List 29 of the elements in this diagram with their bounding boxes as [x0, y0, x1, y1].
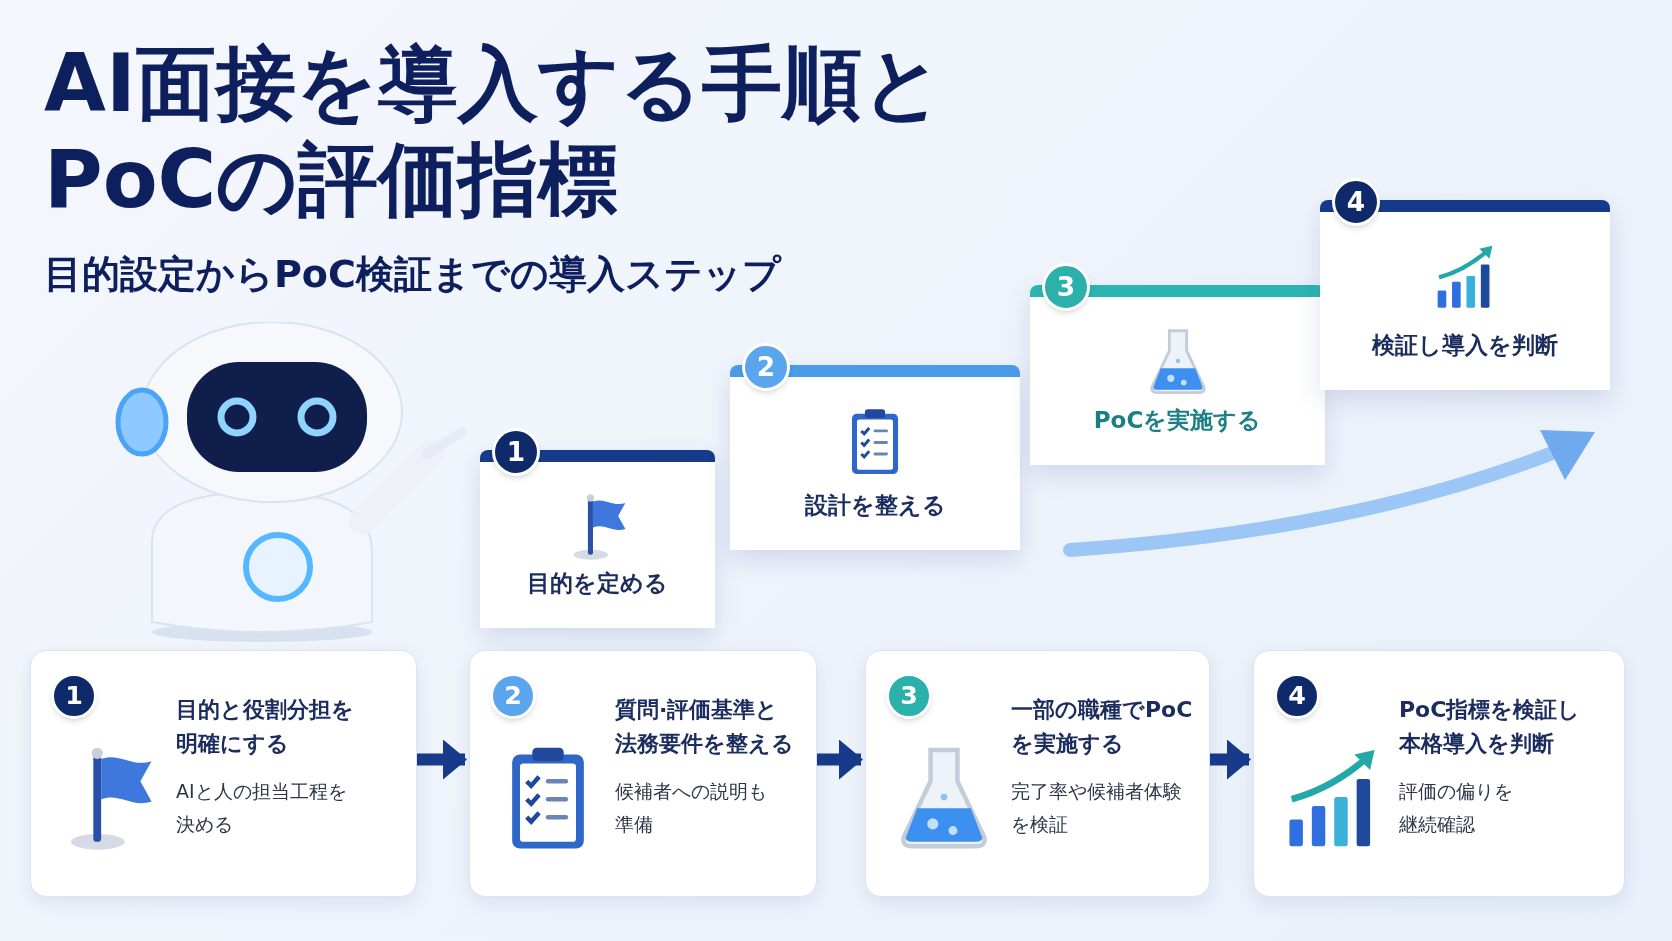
step-number-badge: 3 [886, 673, 932, 719]
arrow [817, 739, 863, 780]
step-card [865, 650, 1210, 897]
step-description: 候補者への説明も準備 [615, 779, 768, 838]
subtitle: 目的設定からPoC検証までの導入ステップ [44, 251, 781, 298]
step-description: 評価の偏りを継続確認 [1399, 779, 1514, 838]
step-number-badge: 1 [51, 673, 97, 719]
step-label: 設計を整える [803, 490, 947, 520]
step-card [469, 650, 817, 897]
arrow [1210, 739, 1251, 780]
step-label: 検証し導入を判断 [1370, 330, 1559, 360]
step-card [1253, 650, 1625, 897]
step-card [30, 650, 417, 897]
step-number-badge: 2 [742, 343, 790, 391]
step-title: 質問·評価基準と法務要件を整える [615, 696, 795, 759]
step-description: AIと人の担当工程を決める [176, 779, 348, 838]
step-number-badge: 4 [1332, 178, 1380, 226]
step-title: 一部の職種でPoCを実施する [1011, 696, 1194, 759]
step-number-badge: 1 [492, 428, 540, 476]
title: AI面接を導入する手順とPoCの評価指標 [44, 36, 945, 228]
step-description: 完了率や候補者体験を検証 [1011, 779, 1183, 838]
step-label: 目的を定める [526, 568, 669, 598]
step-title: 目的と役割分担を明確にする [176, 696, 355, 759]
step-number-badge: 4 [1274, 673, 1320, 719]
arrow [417, 739, 467, 780]
step-label: PoCを実施する [1092, 405, 1263, 435]
step-title: PoC指標を検証し本格導入を判断 [1399, 696, 1582, 759]
step-number-badge: 2 [490, 673, 536, 719]
step-number-badge: 3 [1042, 263, 1090, 311]
